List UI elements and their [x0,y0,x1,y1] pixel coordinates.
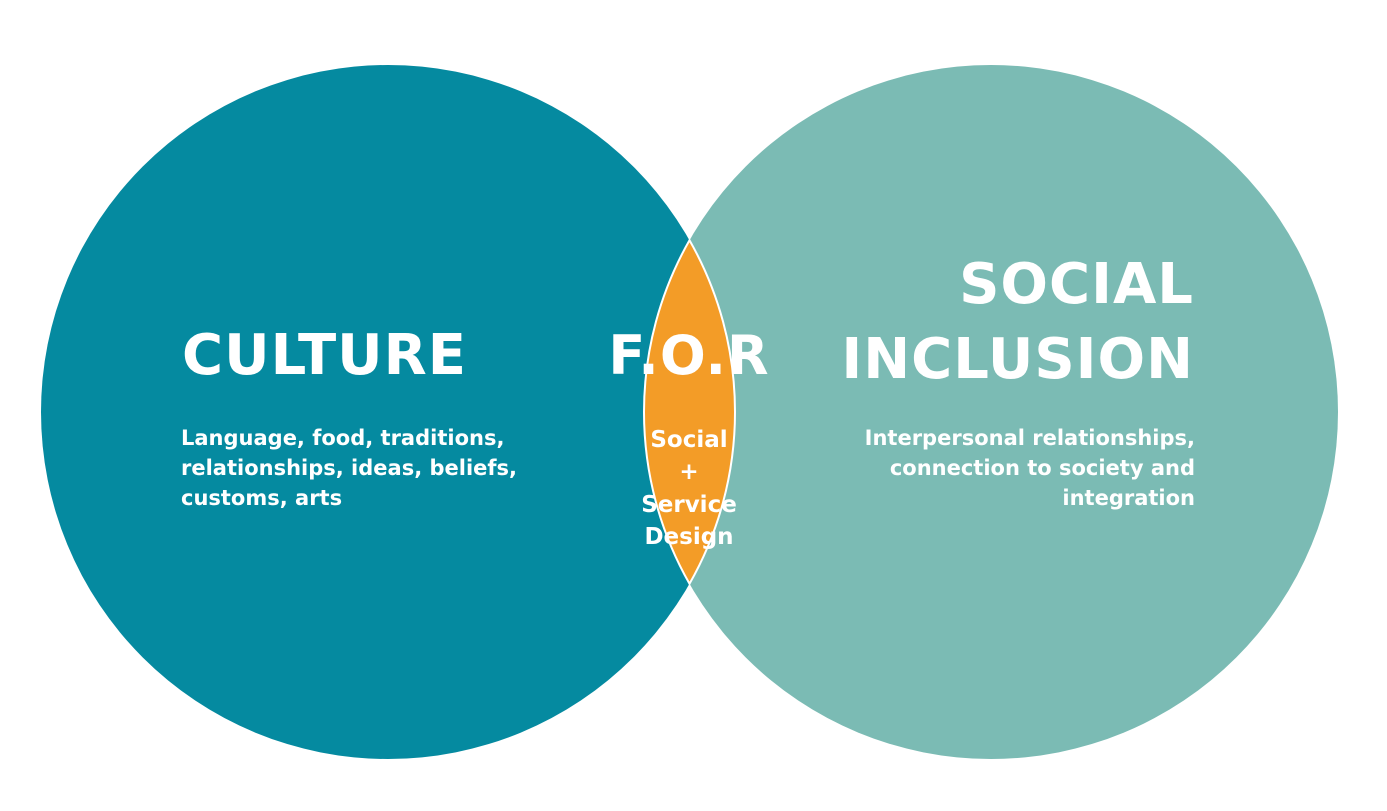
social-inclusion-circle [644,65,1338,759]
social-inclusion-description-line-1: Interpersonal relationships, [865,426,1195,450]
social-inclusion-title-line-1: SOCIAL [959,252,1194,317]
culture-description-line-1: Language, food, traditions, [181,426,504,450]
for-subtitle-line-1: Social [650,427,727,453]
culture-circle [41,65,735,759]
culture-description-line-3: customs, arts [181,486,342,510]
for-overlap-region [643,238,736,586]
for-subtitle-line-2: + [679,459,698,485]
social-inclusion-title-line-2: INCLUSION [841,327,1194,392]
for-subtitle-line-3: Service [641,492,737,518]
culture-description-line-2: relationships, ideas, beliefs, [181,456,517,480]
for-subtitle-line-4: Design [644,524,733,550]
social-inclusion-description-line-2: connection to society and [890,456,1195,480]
culture-title: CULTURE [182,323,467,388]
for-title: F.O.R [608,324,769,387]
social-inclusion-description-line-3: integration [1062,486,1195,510]
